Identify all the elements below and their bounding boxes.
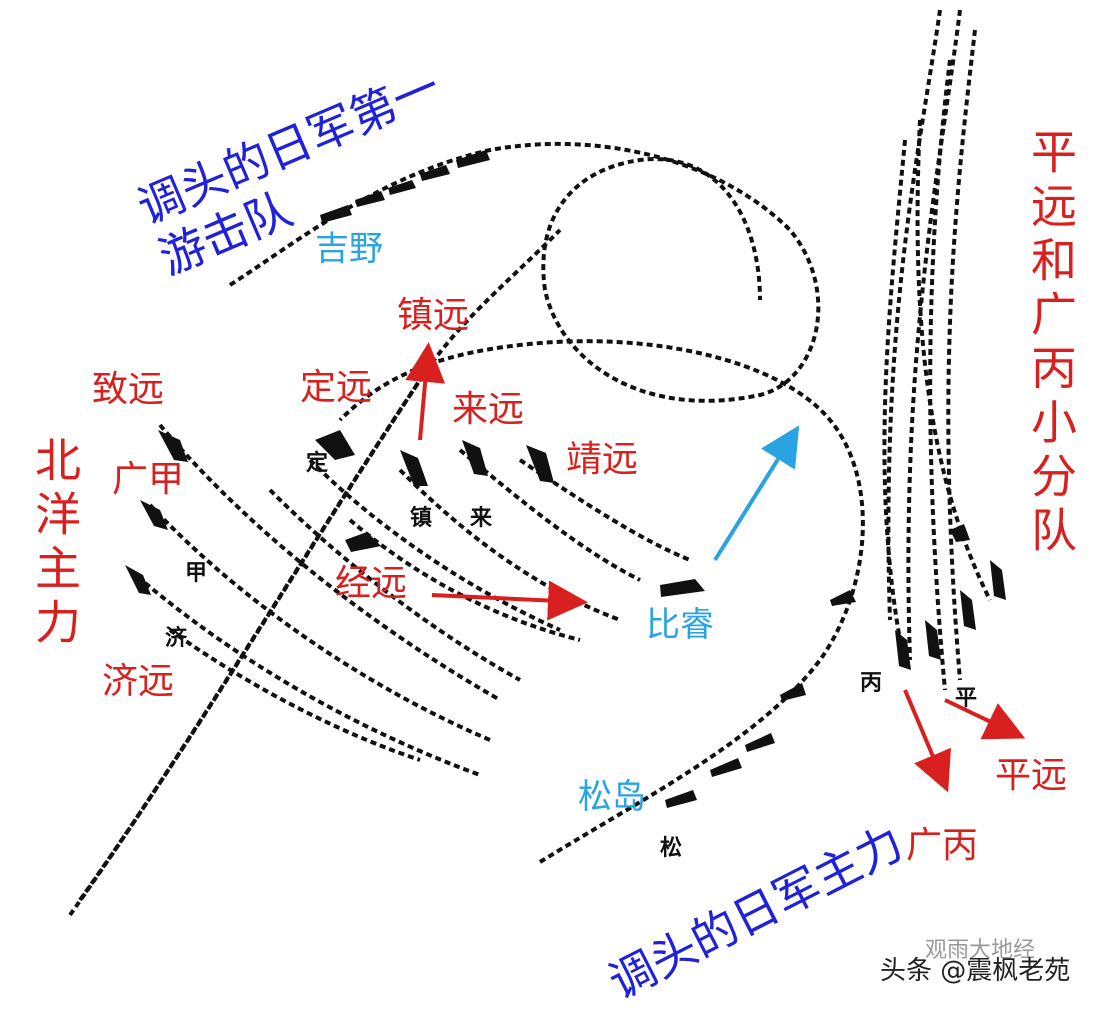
label-laiyuan: 来远 — [452, 389, 525, 430]
ship-yoshino-column — [320, 150, 490, 223]
arrow-guangbing — [903, 689, 952, 793]
label-north-main: 北洋主力 — [28, 436, 82, 652]
label-jingyuan-b: 经远 — [335, 563, 408, 604]
label-zhenyuan: 镇远 — [397, 295, 470, 336]
watermark-faint: 观雨大地经 — [925, 938, 1036, 963]
main-force-track — [338, 339, 865, 864]
ship-marks: 定 镇 来 甲 济 丙 平 松 — [165, 450, 977, 861]
label-dingyuan: 定远 — [300, 367, 373, 408]
track-lines — [68, 9, 992, 917]
label-pingyuan-group: 平远和广丙小分队 — [1024, 128, 1078, 560]
mark-ji: 济 — [165, 625, 188, 651]
label-guangbing: 广丙 — [906, 825, 979, 866]
arrow-jingyuan — [431, 580, 588, 621]
long-diagonal-track — [68, 228, 562, 917]
ship-hiei — [660, 579, 705, 597]
label-jiyuan: 济远 — [102, 661, 175, 702]
label-jingyuan-a: 靖远 — [566, 439, 639, 480]
label-zhiyuan: 致远 — [92, 369, 165, 410]
beiyang-track-1 — [158, 423, 501, 702]
label-yoshino: 吉野 — [315, 229, 383, 269]
label-guangjia: 广甲 — [112, 459, 185, 500]
ship-matsushima-column — [665, 590, 856, 808]
mark-ding: 定 — [306, 450, 328, 476]
flying-squadron-track — [228, 141, 821, 403]
movement-arrows — [405, 342, 1026, 793]
ships — [125, 150, 1006, 808]
mark-lai: 来 — [469, 506, 493, 531]
label-pingyuan: 平远 — [995, 755, 1068, 796]
watermark: 头条 @震枫老苑 — [880, 956, 1071, 986]
mark-zhen: 镇 — [410, 506, 432, 531]
mark-jia: 甲 — [185, 561, 207, 586]
pingyuan-track — [886, 9, 942, 621]
mark-ping: 平 — [955, 686, 977, 711]
label-hiei: 比睿 — [646, 605, 714, 645]
ship-beiyang — [125, 430, 554, 595]
arrow-pingyuan — [944, 698, 1026, 740]
mark-bing: 丙 — [860, 671, 882, 696]
mark-song: 松 — [660, 836, 682, 861]
arrow-hiei — [713, 425, 800, 562]
label-matsushima: 松岛 — [578, 777, 646, 817]
ship-pingyuan-group — [895, 524, 1006, 670]
arrow-zhenyuan — [405, 342, 446, 441]
